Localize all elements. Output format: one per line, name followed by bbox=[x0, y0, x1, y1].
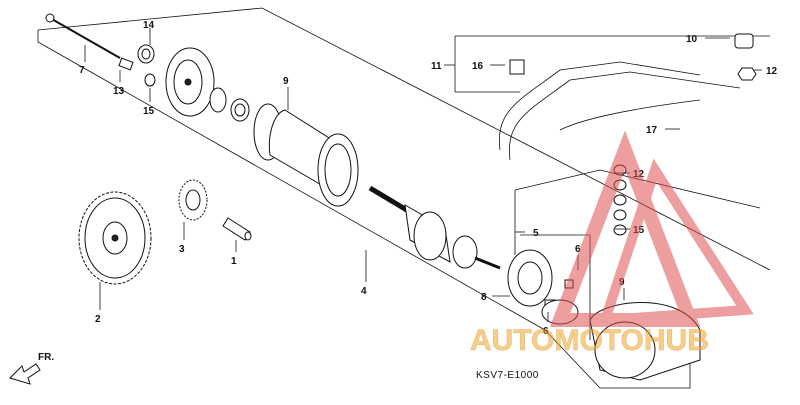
callout-5: 5 bbox=[533, 228, 539, 239]
callout-17: 17 bbox=[646, 125, 658, 136]
part-code: KSV7-E1000 bbox=[476, 370, 539, 381]
part-front-cover bbox=[165, 47, 250, 122]
fr-label: FR. bbox=[38, 352, 54, 363]
callout-13: 13 bbox=[113, 86, 125, 97]
part-cable-assembly bbox=[498, 33, 757, 161]
callout-1: 1 bbox=[231, 256, 237, 267]
callout-16: 16 bbox=[472, 61, 484, 72]
callout-7: 7 bbox=[79, 65, 85, 76]
watermark: AUTOMOTOHUB bbox=[470, 130, 754, 357]
callout-8: 8 bbox=[481, 292, 487, 303]
callout-6b: 6 bbox=[543, 326, 549, 337]
front-direction-indicator: FR. bbox=[9, 352, 54, 385]
callout-3: 3 bbox=[179, 244, 185, 255]
callout-12a: 12 bbox=[766, 66, 778, 77]
watermark-text: AUTOMOTOHUB bbox=[470, 324, 709, 357]
callout-10: 10 bbox=[686, 34, 698, 45]
part-large-gear bbox=[78, 191, 152, 285]
callout-4: 4 bbox=[361, 286, 367, 297]
watermark-triangle-icon-2 bbox=[597, 158, 754, 326]
part-small-gear bbox=[178, 179, 208, 221]
front-arrow-icon bbox=[9, 363, 41, 385]
callout-2: 2 bbox=[95, 314, 101, 325]
part-armature bbox=[368, 185, 501, 270]
callout-6a: 6 bbox=[575, 244, 581, 255]
boundary-lines bbox=[37, 7, 771, 389]
callout-15a: 15 bbox=[143, 106, 155, 117]
callout-14: 14 bbox=[143, 20, 155, 31]
part-bolt bbox=[45, 13, 121, 59]
callout-11: 11 bbox=[431, 61, 442, 72]
part-shaft-pin bbox=[222, 217, 252, 241]
part-washers-left bbox=[118, 44, 156, 87]
callout-9a: 9 bbox=[283, 76, 289, 87]
part-motor-housing bbox=[253, 103, 359, 207]
